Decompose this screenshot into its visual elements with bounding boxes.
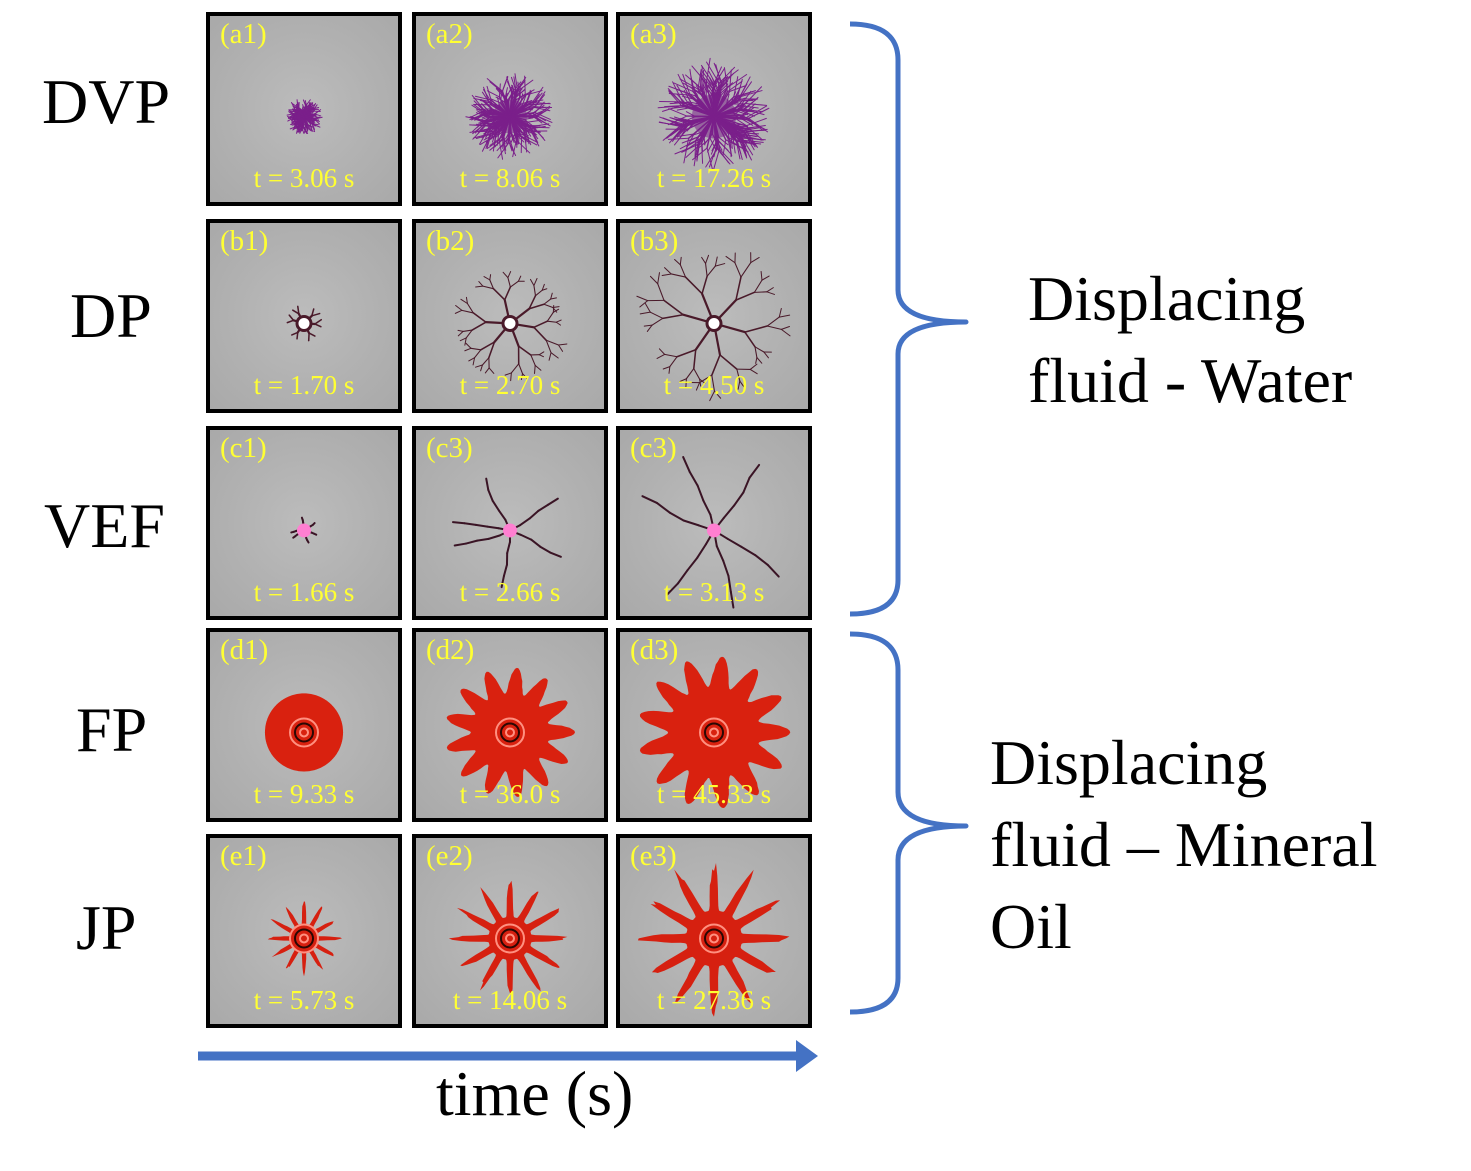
- pattern-drawing: [454, 271, 568, 382]
- pattern-image: [264, 693, 344, 772]
- image-panel: (e3) t = 27.36 s: [616, 834, 812, 1028]
- pattern-image: [448, 880, 568, 996]
- panel-time: t = 2.70 s: [459, 370, 561, 400]
- pattern-drawing: [465, 73, 553, 160]
- panel-label: (a3): [630, 18, 677, 50]
- group-label-oil-line-2: fluid – Mineral: [990, 809, 1378, 880]
- panel-label: (a1): [220, 18, 267, 50]
- panel-time: t = 17.26 s: [656, 163, 772, 193]
- panel-label: (e3): [630, 840, 677, 872]
- image-panel: (c3) t = 2.66 s: [412, 426, 608, 620]
- image-panel: (c3) t = 3.13 s: [616, 426, 812, 620]
- panel-time: t = 45.33 s: [656, 779, 772, 809]
- brace-water: [849, 21, 969, 617]
- pattern-drawing: [639, 656, 791, 808]
- panel-time: t = 5.73 s: [253, 985, 355, 1015]
- pattern-image: [657, 57, 770, 170]
- group-label-water: Displacing fluid - Water: [1028, 258, 1352, 422]
- image-panel: (d3) t = 45.33 s: [616, 628, 812, 822]
- panel-background: [620, 430, 808, 616]
- pattern-drawing: [264, 693, 344, 772]
- pattern-image: [286, 99, 323, 134]
- pattern-drawing: [267, 901, 342, 977]
- group-label-oil-line-3: Oil: [990, 891, 1072, 962]
- panel-time: t = 36.0 s: [459, 779, 561, 809]
- panel-label: (c1): [220, 432, 267, 464]
- time-arrow-head: [796, 1040, 818, 1072]
- image-panel: (b1) t = 1.70 s: [206, 219, 402, 413]
- panel-time: t = 3.13 s: [663, 577, 765, 607]
- group-label-water-line-1: Displacing: [1028, 263, 1306, 334]
- row-label-fp: FP: [76, 694, 148, 765]
- panel-label: (e1): [220, 840, 267, 872]
- pattern-image: [465, 73, 553, 160]
- image-panel: (b3) t = 4.50 s: [616, 219, 812, 413]
- panel-label: (b3): [630, 225, 679, 257]
- panel-time: t = 27.36 s: [656, 985, 772, 1015]
- pattern-drawing: [286, 99, 323, 134]
- image-panel: (a2) t = 8.06 s: [412, 12, 608, 206]
- image-panel: (a3) t = 17.26 s: [616, 12, 812, 206]
- pattern-image: [636, 252, 791, 402]
- pattern-drawing: [636, 252, 791, 402]
- row-label-dvp: DVP: [42, 66, 171, 137]
- brace-oil: [849, 631, 969, 1015]
- pattern-image: [639, 656, 791, 808]
- pattern-drawing: [290, 516, 318, 544]
- pattern-image: [286, 305, 323, 342]
- panel-time: t = 9.33 s: [253, 779, 355, 809]
- group-label-oil: Displacing fluid – Mineral Oil: [990, 722, 1377, 968]
- panel-time: t = 3.06 s: [253, 163, 355, 193]
- pattern-image: [290, 516, 318, 544]
- panel-time: t = 1.70 s: [253, 370, 355, 400]
- panel-label: (b2): [426, 225, 475, 257]
- panel-time: t = 1.66 s: [253, 577, 355, 607]
- image-panel: (a1) t = 3.06 s: [206, 12, 402, 206]
- pattern-image: [451, 477, 562, 589]
- group-label-oil-line-1: Displacing: [990, 727, 1268, 798]
- row-label-jp: JP: [76, 892, 137, 963]
- group-label-water-line-2: fluid - Water: [1028, 345, 1353, 416]
- pattern-image: [641, 456, 780, 609]
- image-panel: (e1) t = 5.73 s: [206, 834, 402, 1028]
- image-panel: (c1) t = 1.66 s: [206, 426, 402, 620]
- image-panel: (d2) t = 36.0 s: [412, 628, 608, 822]
- panel-label: (c3): [426, 432, 473, 464]
- panel-label: (e2): [426, 840, 473, 872]
- pattern-drawing: [446, 667, 575, 797]
- panel-time: t = 2.66 s: [459, 577, 561, 607]
- panel-label: (c3): [630, 432, 677, 464]
- pattern-drawing: [286, 305, 323, 342]
- pattern-image: [446, 667, 575, 797]
- image-panel: (d1) t = 9.33 s: [206, 628, 402, 822]
- panel-label: (b1): [220, 225, 269, 257]
- panel-time: t = 4.50 s: [663, 370, 765, 400]
- pattern-drawing: [451, 477, 562, 589]
- panel-time: t = 14.06 s: [452, 985, 568, 1015]
- panel-label: (d2): [426, 634, 475, 666]
- pattern-drawing: [448, 880, 568, 996]
- row-label-dp: DP: [70, 280, 152, 351]
- pattern-image: [454, 271, 568, 382]
- pattern-drawing: [637, 863, 790, 1017]
- panel-label: (d1): [220, 634, 269, 666]
- panel-label: (d3): [630, 634, 679, 666]
- pattern-image: [637, 863, 790, 1017]
- panel-label: (a2): [426, 18, 473, 50]
- pattern-image: [267, 901, 342, 977]
- panel-time: t = 8.06 s: [459, 163, 561, 193]
- image-panel: (b2) t = 2.70 s: [412, 219, 608, 413]
- row-label-vef: VEF: [44, 490, 165, 561]
- time-axis-label: time (s): [436, 1058, 634, 1129]
- pattern-drawing: [657, 57, 770, 170]
- image-panel: (e2) t = 14.06 s: [412, 834, 608, 1028]
- panel-background: [416, 430, 604, 616]
- pattern-drawing: [641, 456, 780, 609]
